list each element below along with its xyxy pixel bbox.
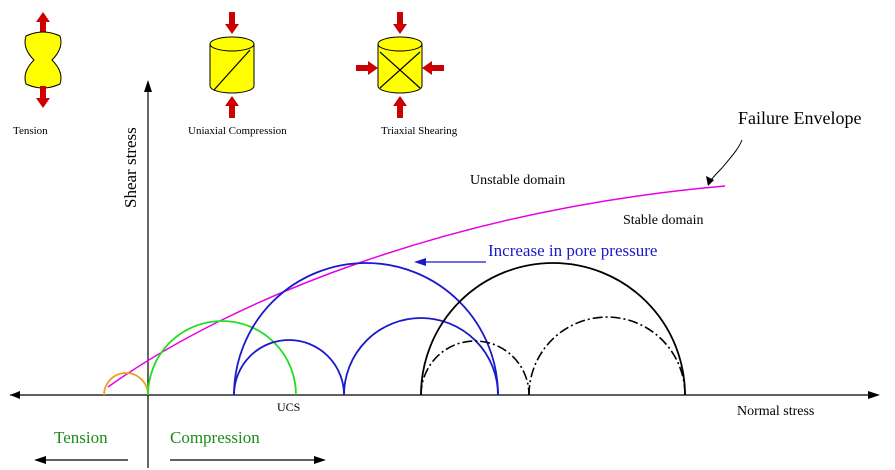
stable-domain-label: Stable domain (623, 213, 704, 228)
y-axis-arrowhead (144, 80, 152, 92)
x-axis-right-arrowhead (868, 391, 880, 399)
failure-envelope-label: Failure Envelope (738, 108, 861, 128)
arrow-up-icon (40, 22, 46, 34)
triaxial-icon-label: Triaxial Shearing (381, 125, 458, 137)
stable-small-circle-right (528, 316, 686, 396)
small-pore-circle-left (233, 339, 345, 396)
tension-mohr-circle (103, 372, 149, 396)
uniaxial-icon-label: Uniaxial Compression (188, 125, 287, 137)
unstable-domain-label: Unstable domain (470, 173, 565, 188)
x-axis-left-arrowhead (10, 391, 20, 399)
uniaxial-mohr-circle (147, 320, 297, 396)
y-axis-label: Shear stress (121, 127, 140, 208)
failure-envelope-pointer (708, 139, 743, 184)
tension-region-label: Tension (54, 428, 108, 447)
tension-icon-label: Tension (13, 125, 48, 137)
stable-small-circle-left (420, 340, 530, 396)
stable-mohr-circle (420, 262, 686, 396)
tension-specimen-icon (24, 12, 62, 108)
ucs-label: UCS (277, 400, 300, 414)
small-pore-circle-right (343, 317, 499, 396)
critical-mohr-circle (233, 262, 499, 396)
compression-region-label: Compression (170, 428, 260, 447)
uniaxial-compression-icon (209, 12, 255, 118)
triaxial-shearing-icon (356, 12, 444, 118)
x-axis-label: Normal stress (737, 404, 814, 419)
pore-pressure-label: Increase in pore pressure (488, 241, 657, 260)
arrow-down-icon (40, 86, 46, 98)
